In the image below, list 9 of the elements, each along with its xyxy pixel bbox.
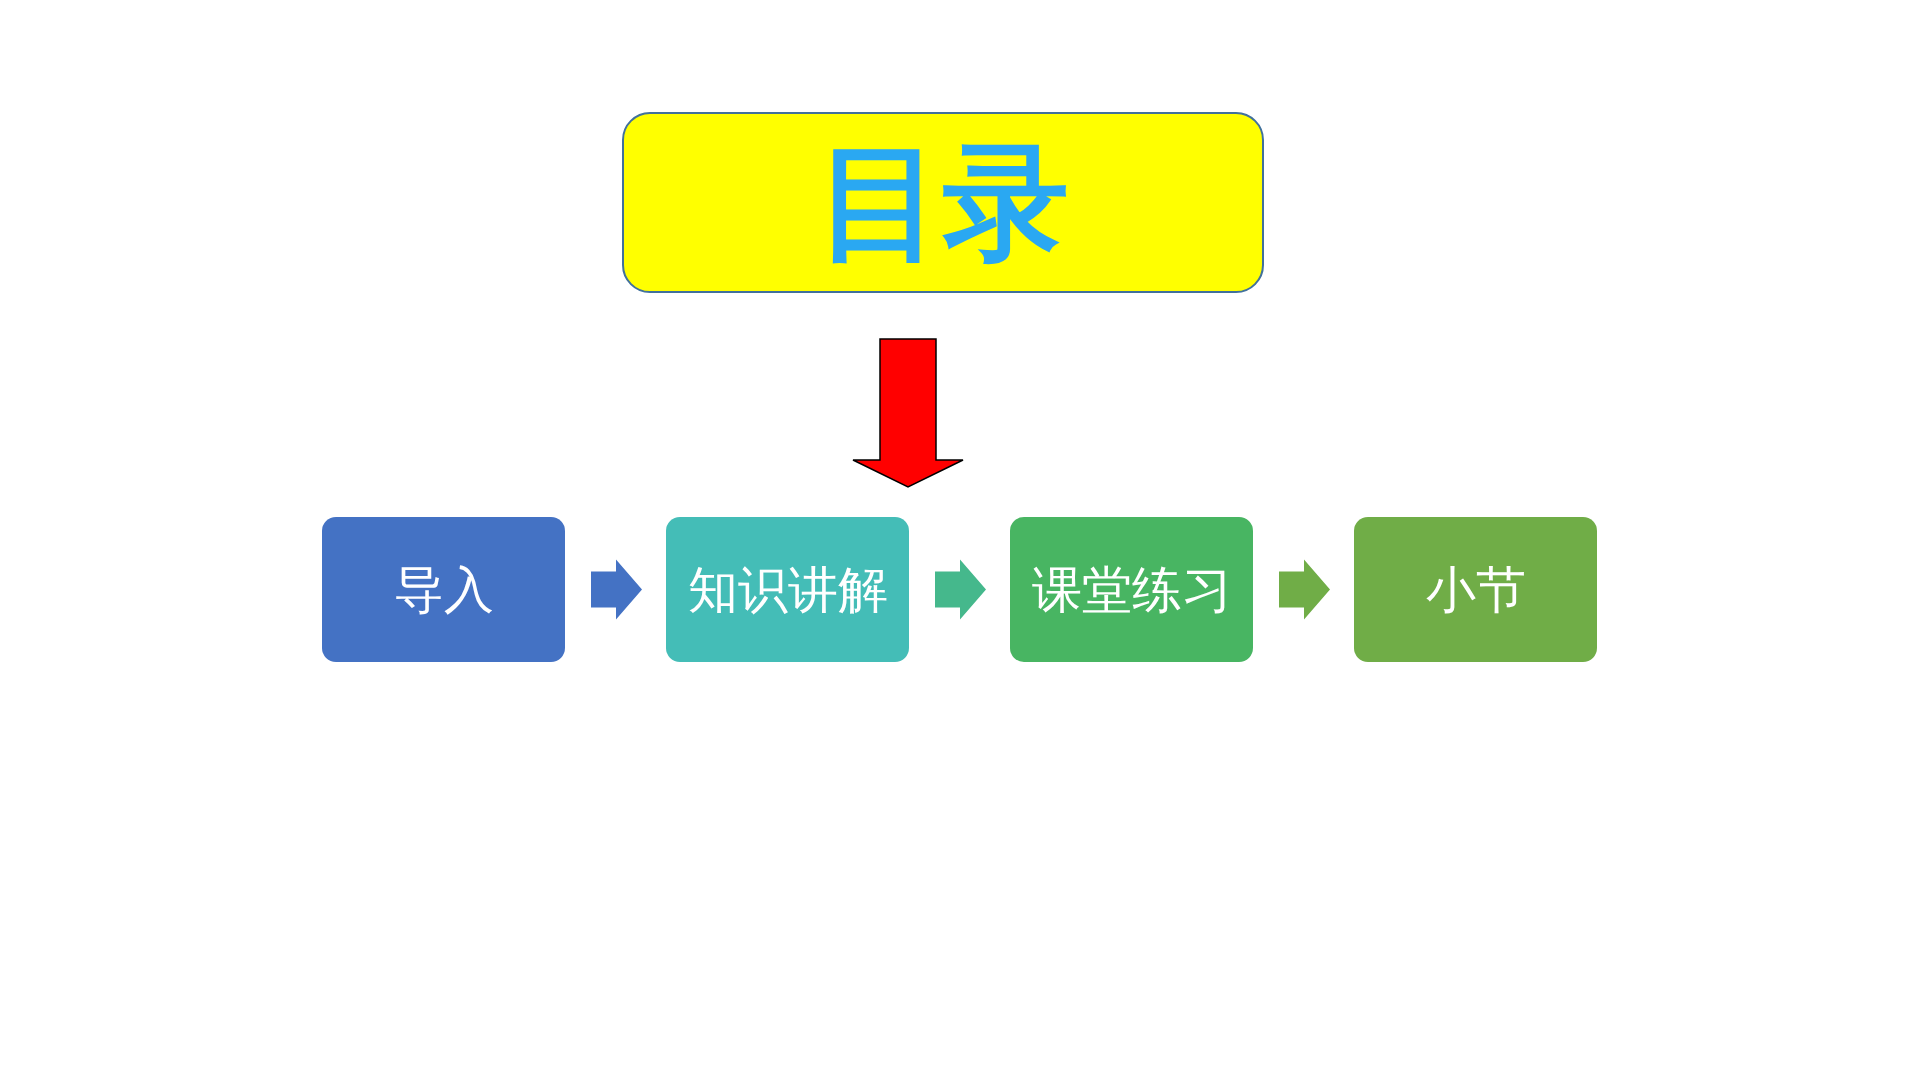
step-box: 小节 xyxy=(1354,517,1597,662)
title-box: 目录 xyxy=(622,112,1264,293)
step-box: 知识讲解 xyxy=(666,517,909,662)
arrow xyxy=(935,559,986,620)
arrow xyxy=(1279,559,1330,620)
arrow xyxy=(591,559,642,620)
step-box: 导入 xyxy=(322,517,565,662)
step-box: 课堂练习 xyxy=(1010,517,1253,662)
arrow xyxy=(852,338,964,488)
